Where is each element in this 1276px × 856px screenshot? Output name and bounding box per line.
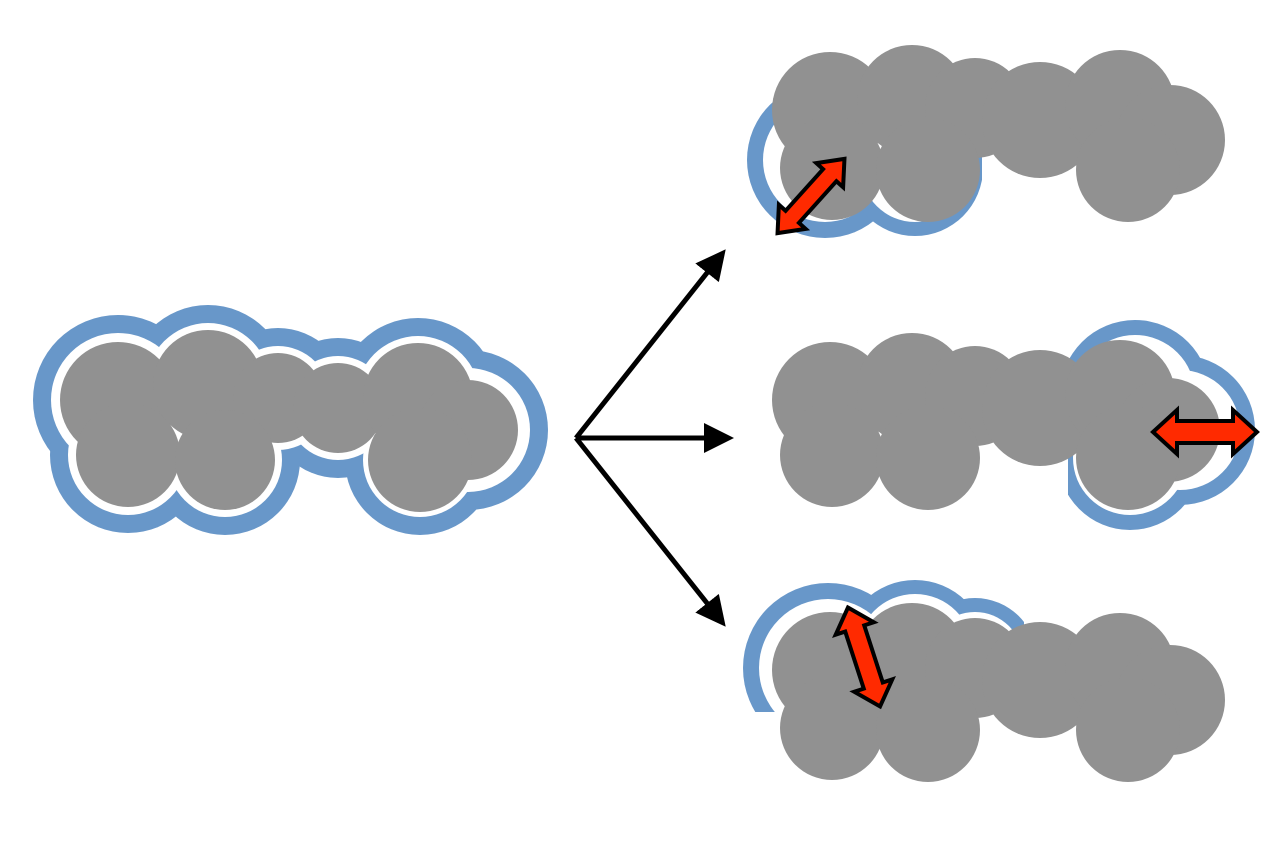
middle-particles: [772, 333, 1220, 510]
result-bottom: [743, 580, 1225, 782]
result-top: [747, 45, 1225, 238]
arrow-to-bottom: [574, 436, 726, 627]
middle-motion-arrow-icon: [1150, 405, 1260, 459]
top-motion-arrow-icon: [775, 156, 847, 236]
source-particles: [60, 330, 518, 512]
bottom-particles: [772, 603, 1225, 782]
source-cluster: [33, 305, 548, 535]
result-middle: [772, 320, 1260, 530]
bottom-motion-arrow-icon: [832, 604, 896, 710]
arrow-to-top: [574, 249, 726, 440]
connectors: [574, 249, 734, 627]
top-particles: [772, 45, 1225, 222]
